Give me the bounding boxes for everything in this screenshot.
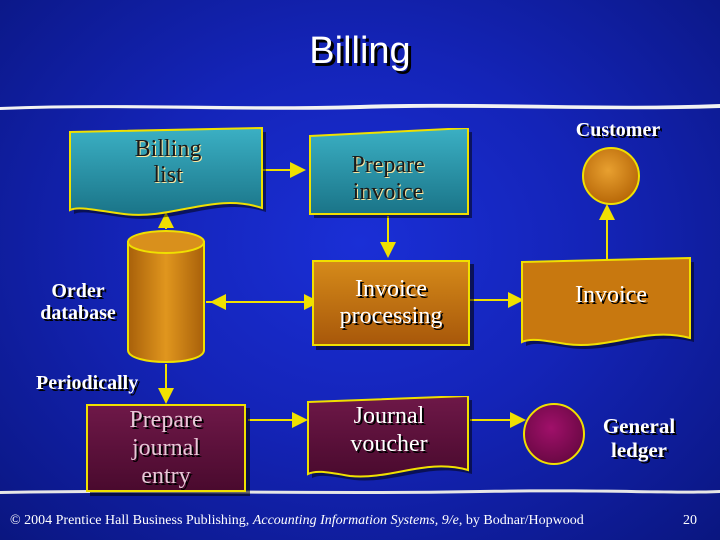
prepare-journal-entry-box: Prepare journal entry	[86, 404, 246, 492]
copyright-symbol: ©	[10, 513, 21, 528]
journal-voucher-document-shape	[307, 396, 472, 481]
customer-label: Customer	[575, 119, 661, 141]
invoice-document-shape	[521, 256, 694, 349]
order-database-label: Order database	[40, 280, 116, 324]
page-number: 20	[683, 513, 697, 528]
customer-terminal-circle	[582, 147, 640, 205]
invoice-processing-box: Invoice processing	[312, 260, 470, 346]
invoice-processing-label: Invoice processing	[339, 276, 443, 329]
footer-authors: , by Bodnar/Hopwood	[458, 513, 584, 528]
order-database-cylinder	[127, 230, 205, 363]
billing-list-document-shape	[69, 126, 266, 219]
prepare-invoice-shape	[309, 128, 472, 218]
footer-book-title: Accounting Information Systems, 9/e	[252, 513, 459, 528]
general-ledger-label: General ledger	[602, 414, 676, 462]
title-divider	[0, 103, 720, 110]
general-ledger-circle	[523, 403, 585, 465]
footer-copyright: © 2004 Prentice Hall Business Publishing…	[10, 513, 584, 529]
prepare-invoice-label: Prepare invoice	[351, 152, 425, 205]
page-title: Billing	[309, 30, 411, 72]
journal-voucher-label: Journal voucher	[350, 403, 428, 457]
prepare-journal-entry-label: Prepare journal entry	[129, 407, 203, 489]
billing-list-label: Billing list	[134, 136, 202, 188]
footer-publisher: 2004 Prentice Hall Business Publishing,	[20, 513, 253, 528]
periodically-label: Periodically	[36, 372, 139, 394]
invoice-label: Invoice	[575, 282, 647, 308]
